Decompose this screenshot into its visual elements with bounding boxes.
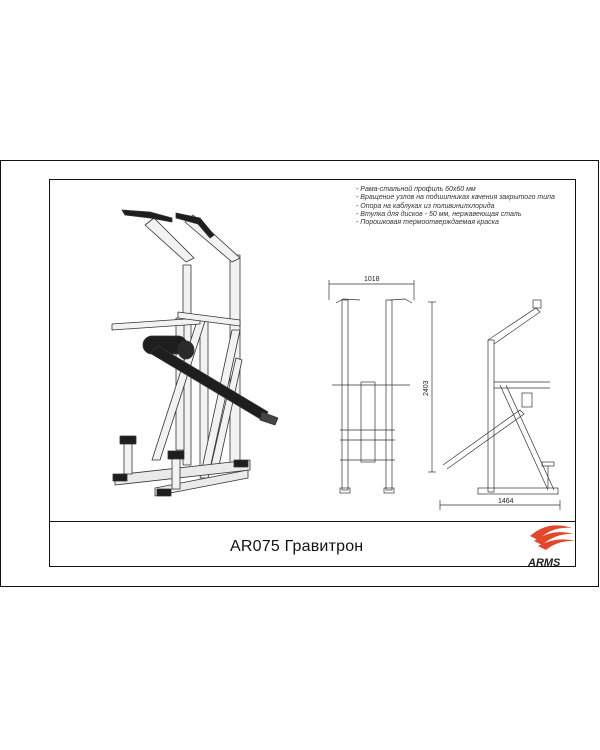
product-title: AR075 Гравитрон <box>230 538 364 555</box>
spec-item: - Порошковая термоотверждаемая краска <box>356 219 499 227</box>
spec-item: - Втулка для дисков - 50 мм, нержавеющая… <box>356 210 522 218</box>
spec-item: - Опора на каблуках из поливинилхлорида <box>356 202 495 210</box>
side-view-drawing <box>439 299 561 510</box>
drawing-frame <box>49 179 576 567</box>
product-render <box>111 209 279 497</box>
specs-list: - Рама-стальной профиль 60х60 мм - Враще… <box>356 186 555 227</box>
height-dimension: 2403 <box>423 380 430 396</box>
spec-item: - Рама-стальной профиль 60х60 мм <box>356 186 476 193</box>
spec-item: - Вращение узлов на подшипниках качения … <box>356 194 555 202</box>
arms-logo: ARMS <box>527 525 576 569</box>
width-dimension: 1018 <box>364 276 380 283</box>
front-view-drawing <box>328 280 436 494</box>
outer-frame <box>0 160 599 587</box>
logo-text: ARMS <box>527 557 561 569</box>
length-dimension: 1464 <box>498 498 514 505</box>
title-block-divider <box>49 521 576 522</box>
